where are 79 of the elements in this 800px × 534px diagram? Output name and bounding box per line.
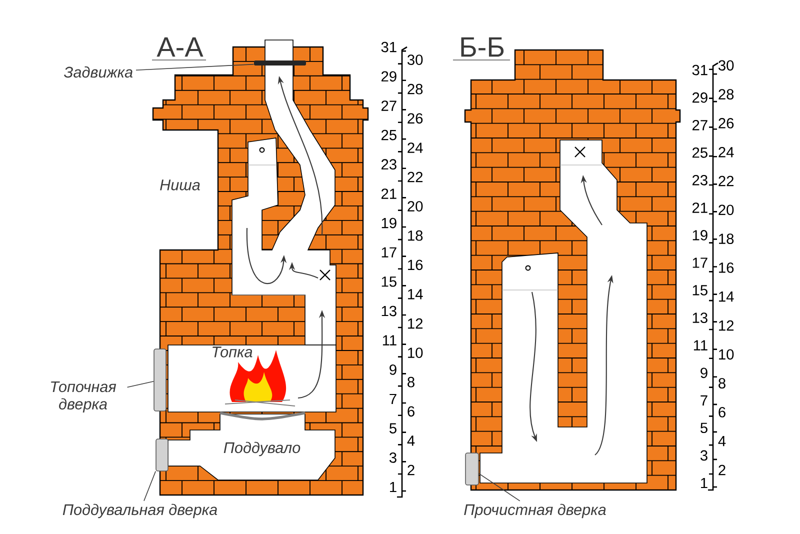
- scale-number: 25: [382, 130, 396, 140]
- scale-number: 22: [718, 176, 734, 186]
- leader-line: [144, 470, 156, 502]
- title: Б-Б: [461, 37, 504, 57]
- area-label: Ниша: [160, 180, 200, 190]
- scale-number: 5: [700, 422, 708, 434]
- scale-number: 10: [719, 349, 734, 360]
- scale-number: 23: [382, 159, 396, 170]
- scale-number: 6: [408, 406, 414, 417]
- scale-number: 25: [692, 147, 708, 158]
- scale-number: 23: [692, 174, 708, 186]
- scale-number: 18: [408, 230, 423, 241]
- scale-number: 31: [692, 64, 708, 76]
- scale-number: 20: [718, 204, 734, 216]
- scale-number: 19: [382, 218, 396, 228]
- scale-number: 8: [718, 378, 726, 388]
- scale-number: 8: [408, 376, 414, 388]
- leader-line: [478, 473, 520, 502]
- scale-number: 27: [692, 120, 708, 130]
- scale-number: 28: [408, 84, 423, 94]
- scale-number: 17: [382, 247, 396, 258]
- callout-text: Топочная дверка: [51, 381, 116, 413]
- scale-number: 18: [719, 234, 734, 244]
- scale-number: 24: [718, 147, 734, 158]
- callout-text: Задвижка: [64, 66, 133, 78]
- scale-number: 5: [390, 423, 396, 434]
- scale-number: 30: [408, 54, 423, 65]
- scale-number: 3: [700, 450, 708, 461]
- scale-number: 9: [390, 364, 396, 375]
- scale-number: 14: [408, 289, 423, 300]
- scale-number: 15: [692, 285, 708, 296]
- scale-number: 28: [718, 89, 734, 100]
- scale-number: 9: [700, 368, 708, 378]
- title: А-А: [156, 37, 204, 57]
- scale-number: 15: [382, 276, 396, 287]
- scale-number: 16: [719, 262, 734, 273]
- scale-number: 21: [692, 202, 708, 213]
- scale-number: 2: [408, 464, 414, 476]
- door: [156, 438, 168, 472]
- scale-number: 29: [692, 92, 708, 103]
- scale-number: 17: [692, 258, 708, 268]
- scale-number: 26: [408, 113, 423, 124]
- scale-number: 19: [692, 230, 708, 240]
- scale-number: 26: [718, 118, 734, 128]
- scale-number: 10: [408, 348, 423, 358]
- scale-number: 1: [390, 482, 396, 492]
- scale-number: 3: [389, 452, 396, 463]
- scale-number: 6: [718, 407, 726, 418]
- damper-bar: [254, 60, 306, 66]
- scale-number: 11: [382, 335, 396, 346]
- scale-number: 4: [407, 436, 415, 446]
- scale-number: 12: [719, 320, 734, 331]
- area-label: Топка: [212, 346, 252, 358]
- scale-number: 20: [408, 201, 423, 212]
- scale-number: 30: [718, 60, 734, 71]
- scale-number: 13: [692, 312, 708, 323]
- callout-text: Прочистная дверка: [464, 504, 606, 518]
- scale-number: 12: [408, 318, 423, 329]
- door: [465, 452, 479, 486]
- area-label: Поддувало: [224, 442, 300, 456]
- leader-line: [136, 64, 254, 71]
- callout-text: Поддувальная дверка: [62, 504, 218, 518]
- scale-number: 24: [408, 142, 423, 153]
- scale-number: 2: [718, 464, 726, 476]
- scale-number: 29: [382, 71, 396, 82]
- scale-number: 22: [408, 172, 423, 182]
- leader-line: [126, 381, 154, 388]
- scale-number: 1: [701, 478, 708, 488]
- scale-number: 13: [382, 306, 396, 316]
- door: [154, 348, 166, 412]
- scale-number: 27: [382, 100, 396, 111]
- scale-number: 31: [381, 42, 396, 52]
- scale-number: 7: [390, 394, 396, 404]
- scale-number: 16: [408, 260, 423, 270]
- scale-number: 7: [700, 395, 708, 406]
- scale-number: 14: [719, 292, 734, 302]
- scale-number: 11: [694, 340, 708, 350]
- scale-number: 21: [382, 188, 396, 199]
- scale-number: 4: [718, 436, 726, 446]
